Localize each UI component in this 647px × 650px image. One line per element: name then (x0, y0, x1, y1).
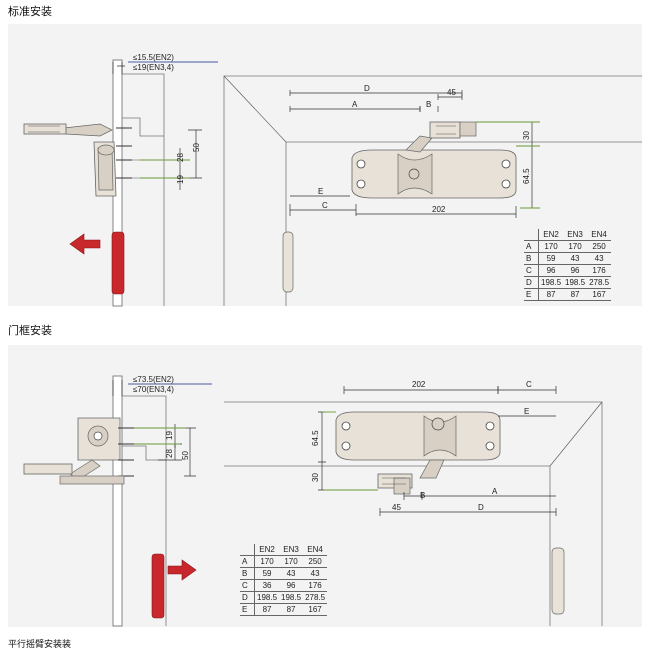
table-cell: 87 (538, 288, 564, 301)
table-cell: B (240, 567, 255, 580)
table-cell: 176 (303, 579, 328, 592)
dim-A-label: A (352, 100, 358, 109)
table-header: EN2 (538, 229, 564, 241)
table-cell: A (240, 555, 255, 568)
table-cell: 250 (303, 555, 328, 568)
dim-45-label: 45 (447, 88, 456, 97)
table-cell: 170 (538, 240, 564, 253)
frame-dim-28-label: 28 (165, 449, 174, 458)
dim-30-label: 30 (522, 131, 531, 140)
dim-64-5-label: 64.5 (522, 168, 531, 184)
table-header (524, 229, 539, 241)
table-cell: 198.5 (538, 276, 564, 289)
table-cell: 198.5 (254, 591, 280, 604)
clearance-en34-label: ≤19(EN3,4) (133, 63, 174, 72)
dim-C-label: C (322, 201, 328, 210)
table-header: EN4 (587, 229, 612, 241)
frame-dim-202-label: 202 (412, 380, 426, 389)
table-cell: 176 (587, 264, 612, 277)
table-cell: 43 (303, 567, 328, 580)
dim-D-label: D (364, 84, 370, 93)
table-cell: A (524, 240, 539, 253)
table-cell: 59 (254, 567, 280, 580)
frame-dim-D-label: D (478, 503, 484, 512)
table-cell: C (524, 264, 539, 277)
table-cell: 87 (279, 603, 304, 616)
frame-side-view (23, 375, 212, 627)
table-cell: 43 (279, 567, 304, 580)
dim-E-label: E (318, 187, 323, 196)
table-cell: E (524, 288, 539, 301)
frame-dim-A-label: A (492, 487, 498, 496)
table-cell: 43 (563, 252, 588, 265)
table-cell: 43 (587, 252, 612, 265)
frame-clearance-en2-label: ≤73.5(EN2) (133, 375, 174, 384)
table-cell: 87 (254, 603, 280, 616)
frame-dim-E-label: E (524, 407, 529, 416)
frame-dim-30-label: 30 (311, 473, 320, 482)
table-cell: C (240, 579, 255, 592)
clearance-en2-label: ≤15.5(EN2) (133, 53, 174, 62)
dim-28-label: 28 (176, 153, 185, 162)
dim-19-label: 19 (176, 175, 185, 184)
frame-dim-50-label: 50 (181, 451, 190, 460)
dim-202-label: 202 (432, 205, 446, 214)
table-cell: 96 (279, 579, 304, 592)
table-cell: 167 (587, 288, 612, 301)
section-title-frame: 门框安装 (8, 324, 52, 337)
frame-dim-64-5-label: 64.5 (311, 430, 320, 446)
dim-50-label: 50 (192, 143, 201, 152)
frame-dim-19-label: 19 (165, 431, 174, 440)
standard-side-view (23, 59, 218, 307)
table-header: EN3 (279, 544, 304, 556)
table-header: EN3 (563, 229, 588, 241)
table-cell: 96 (563, 264, 588, 277)
table-header: EN4 (303, 544, 328, 556)
table-cell: 170 (279, 555, 304, 568)
table-cell: 198.5 (279, 591, 304, 604)
frame-dim-C-label: C (526, 380, 532, 389)
table-cell: D (524, 276, 539, 289)
table-cell: 170 (254, 555, 280, 568)
section-title-standard: 标准安装 (8, 5, 52, 18)
frame-dim-B-label: B (420, 491, 425, 500)
table-cell: 167 (303, 603, 328, 616)
table-cell: E (240, 603, 255, 616)
table-cell: 278.5 (587, 276, 612, 289)
table-cell: 170 (563, 240, 588, 253)
table-cell: D (240, 591, 255, 604)
dim-B-label: B (426, 100, 431, 109)
table-cell: 198.5 (563, 276, 588, 289)
table-cell: 36 (254, 579, 280, 592)
standard-top-view (223, 75, 642, 306)
frame-clearance-en34-label: ≤70(EN3,4) (133, 385, 174, 394)
table-cell: 96 (538, 264, 564, 277)
frame-top-view (224, 386, 603, 626)
table-cell: 59 (538, 252, 564, 265)
frame-dim-45-label: 45 (392, 503, 401, 512)
footer-partial-title: 平行摇臂安装装 (8, 640, 72, 650)
table-cell: 87 (563, 288, 588, 301)
table-cell: B (524, 252, 539, 265)
table-header: EN2 (254, 544, 280, 556)
table-cell: 250 (587, 240, 612, 253)
table-cell: 278.5 (303, 591, 328, 604)
table-header (240, 544, 255, 556)
